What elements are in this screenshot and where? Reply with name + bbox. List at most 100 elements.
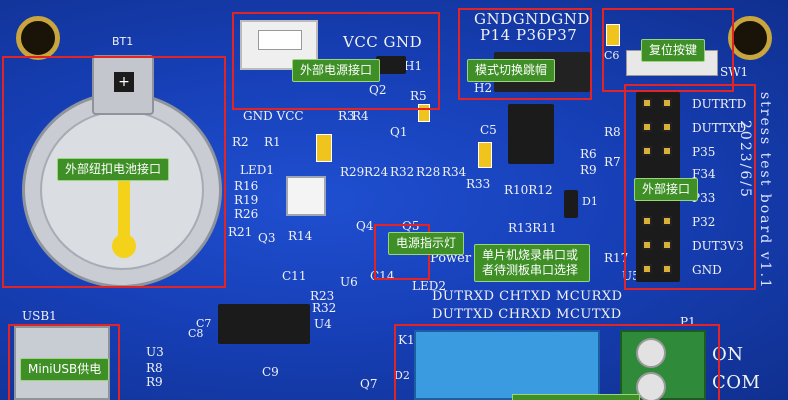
label-r3: R3 xyxy=(338,109,355,123)
power-connector-slot xyxy=(258,30,302,50)
label-r33: R33 xyxy=(466,177,491,191)
label-h2: H2 xyxy=(474,81,493,95)
label-q2: Q2 xyxy=(369,83,387,97)
label-r17: R17 xyxy=(604,251,629,265)
header-pin xyxy=(662,146,672,156)
label-d1: D1 xyxy=(582,195,598,208)
highlight-box-external-interface xyxy=(624,84,756,290)
label-gnd-row: GNDGNDGND xyxy=(474,10,590,28)
header-pin xyxy=(662,216,672,226)
label-r5: R5 xyxy=(410,89,427,103)
label-gnd-vcc-bottom: GND VCC xyxy=(243,109,304,123)
mounting-hole-top-left xyxy=(16,16,60,60)
label-q3: Q3 xyxy=(258,231,276,245)
label-r1: R1 xyxy=(264,135,281,149)
callout-ext-interface: 外部接口 xyxy=(634,178,699,201)
label-c11: C11 xyxy=(282,269,307,283)
label-r9b: R9 xyxy=(146,375,163,389)
label-r2: R2 xyxy=(232,135,249,149)
label-r28: R28 xyxy=(416,165,441,179)
header-pin xyxy=(642,240,652,250)
label-r32-2: R32 xyxy=(312,301,337,315)
battery-contact xyxy=(118,178,130,244)
label-u5: U5 xyxy=(622,269,640,283)
dut-label-5: P32 xyxy=(692,215,716,229)
label-u4: U4 xyxy=(314,317,332,331)
dut-label-7: GND xyxy=(692,263,722,277)
callout-coin-battery: 外部纽扣电池接口 xyxy=(57,158,170,181)
label-r10r12: R10R12 xyxy=(504,183,553,197)
capacitor-yellow xyxy=(606,24,620,46)
dut-label-6: DUT3V3 xyxy=(692,239,744,253)
header-pin xyxy=(642,264,652,274)
capacitor-yellow xyxy=(478,142,492,168)
callout-miniusb: MiniUSB供电 xyxy=(20,358,110,381)
label-r24: R24 xyxy=(364,165,389,179)
label-r34: R34 xyxy=(442,165,467,179)
label-stress-board: stress test board v1.1 xyxy=(757,92,773,290)
highlight-box-relay xyxy=(394,324,720,400)
label-c9: C9 xyxy=(262,365,279,379)
diode-d1 xyxy=(564,190,578,218)
header-pin xyxy=(642,216,652,226)
label-r23: R23 xyxy=(310,289,335,303)
label-r14: R14 xyxy=(288,229,313,243)
header-pin xyxy=(662,240,672,250)
label-bus-row2: DUTTXD CHRXD MCUTXD xyxy=(432,307,622,322)
callout-bottom-partial xyxy=(512,394,640,400)
capacitor-yellow xyxy=(316,134,332,162)
callout-ext-power: 外部电源接口 xyxy=(292,59,381,82)
callout-mode-jumper: 模式切换跳帽 xyxy=(467,59,556,82)
label-r32: R32 xyxy=(390,165,415,179)
label-sw1: SW1 xyxy=(720,65,749,79)
dut-label-2: P35 xyxy=(692,145,716,159)
label-r7: R7 xyxy=(604,155,621,169)
label-c5: C5 xyxy=(480,123,497,137)
label-c8: C8 xyxy=(188,327,204,340)
dut-label-3: F34 xyxy=(692,167,716,181)
label-q4: Q4 xyxy=(356,219,374,233)
label-r26: R26 xyxy=(234,207,259,221)
battery-contact-tip xyxy=(112,234,136,258)
label-q1: Q1 xyxy=(390,125,408,139)
label-r8: R8 xyxy=(604,125,621,139)
terminal-screw xyxy=(636,372,666,400)
label-r6: R6 xyxy=(580,147,597,161)
header-pin xyxy=(642,122,652,132)
label-c6: C6 xyxy=(604,49,620,62)
label-r4: R4 xyxy=(352,109,369,123)
led1-component xyxy=(286,176,326,216)
label-c7: C7 xyxy=(196,317,212,330)
header-pin xyxy=(642,98,652,108)
label-com: COM xyxy=(712,372,761,393)
label-bus-row1: DUTRXD CHTXD MCURXD xyxy=(432,289,623,304)
label-r19: R19 xyxy=(234,193,259,207)
highlight-box-reset xyxy=(602,8,734,92)
header-pin xyxy=(662,98,672,108)
dut-label-0: DUTRTD xyxy=(692,97,747,111)
label-h1: H1 xyxy=(404,59,423,73)
label-u3: U3 xyxy=(146,345,164,359)
callout-reset-button: 复位按键 xyxy=(641,39,706,62)
header-pin xyxy=(642,146,652,156)
label-led1: LED1 xyxy=(240,163,274,177)
label-power: Power xyxy=(430,251,472,266)
label-d2: D2 xyxy=(394,369,410,382)
label-r13r11: R13R11 xyxy=(508,221,557,235)
label-usb1: USB1 xyxy=(22,309,57,323)
highlight-box-battery xyxy=(2,56,226,288)
mounting-hole-top-right xyxy=(728,16,772,60)
label-r16: R16 xyxy=(234,179,259,193)
header-pin xyxy=(662,264,672,274)
label-r21: R21 xyxy=(228,225,253,239)
dut-label-1: DUTTXD xyxy=(692,121,747,135)
label-r9: R9 xyxy=(580,163,597,177)
label-u6: U6 xyxy=(340,275,358,289)
terminal-screw xyxy=(636,338,666,368)
label-bt1: BT1 xyxy=(112,35,134,48)
power-connector-pins xyxy=(376,56,406,74)
label-p14-row: P14 P36P37 xyxy=(480,26,578,44)
callout-mcu-uart: 单片机烧录串口或者待测板串口选择 xyxy=(474,244,590,282)
uart-ic-chip xyxy=(508,104,554,164)
